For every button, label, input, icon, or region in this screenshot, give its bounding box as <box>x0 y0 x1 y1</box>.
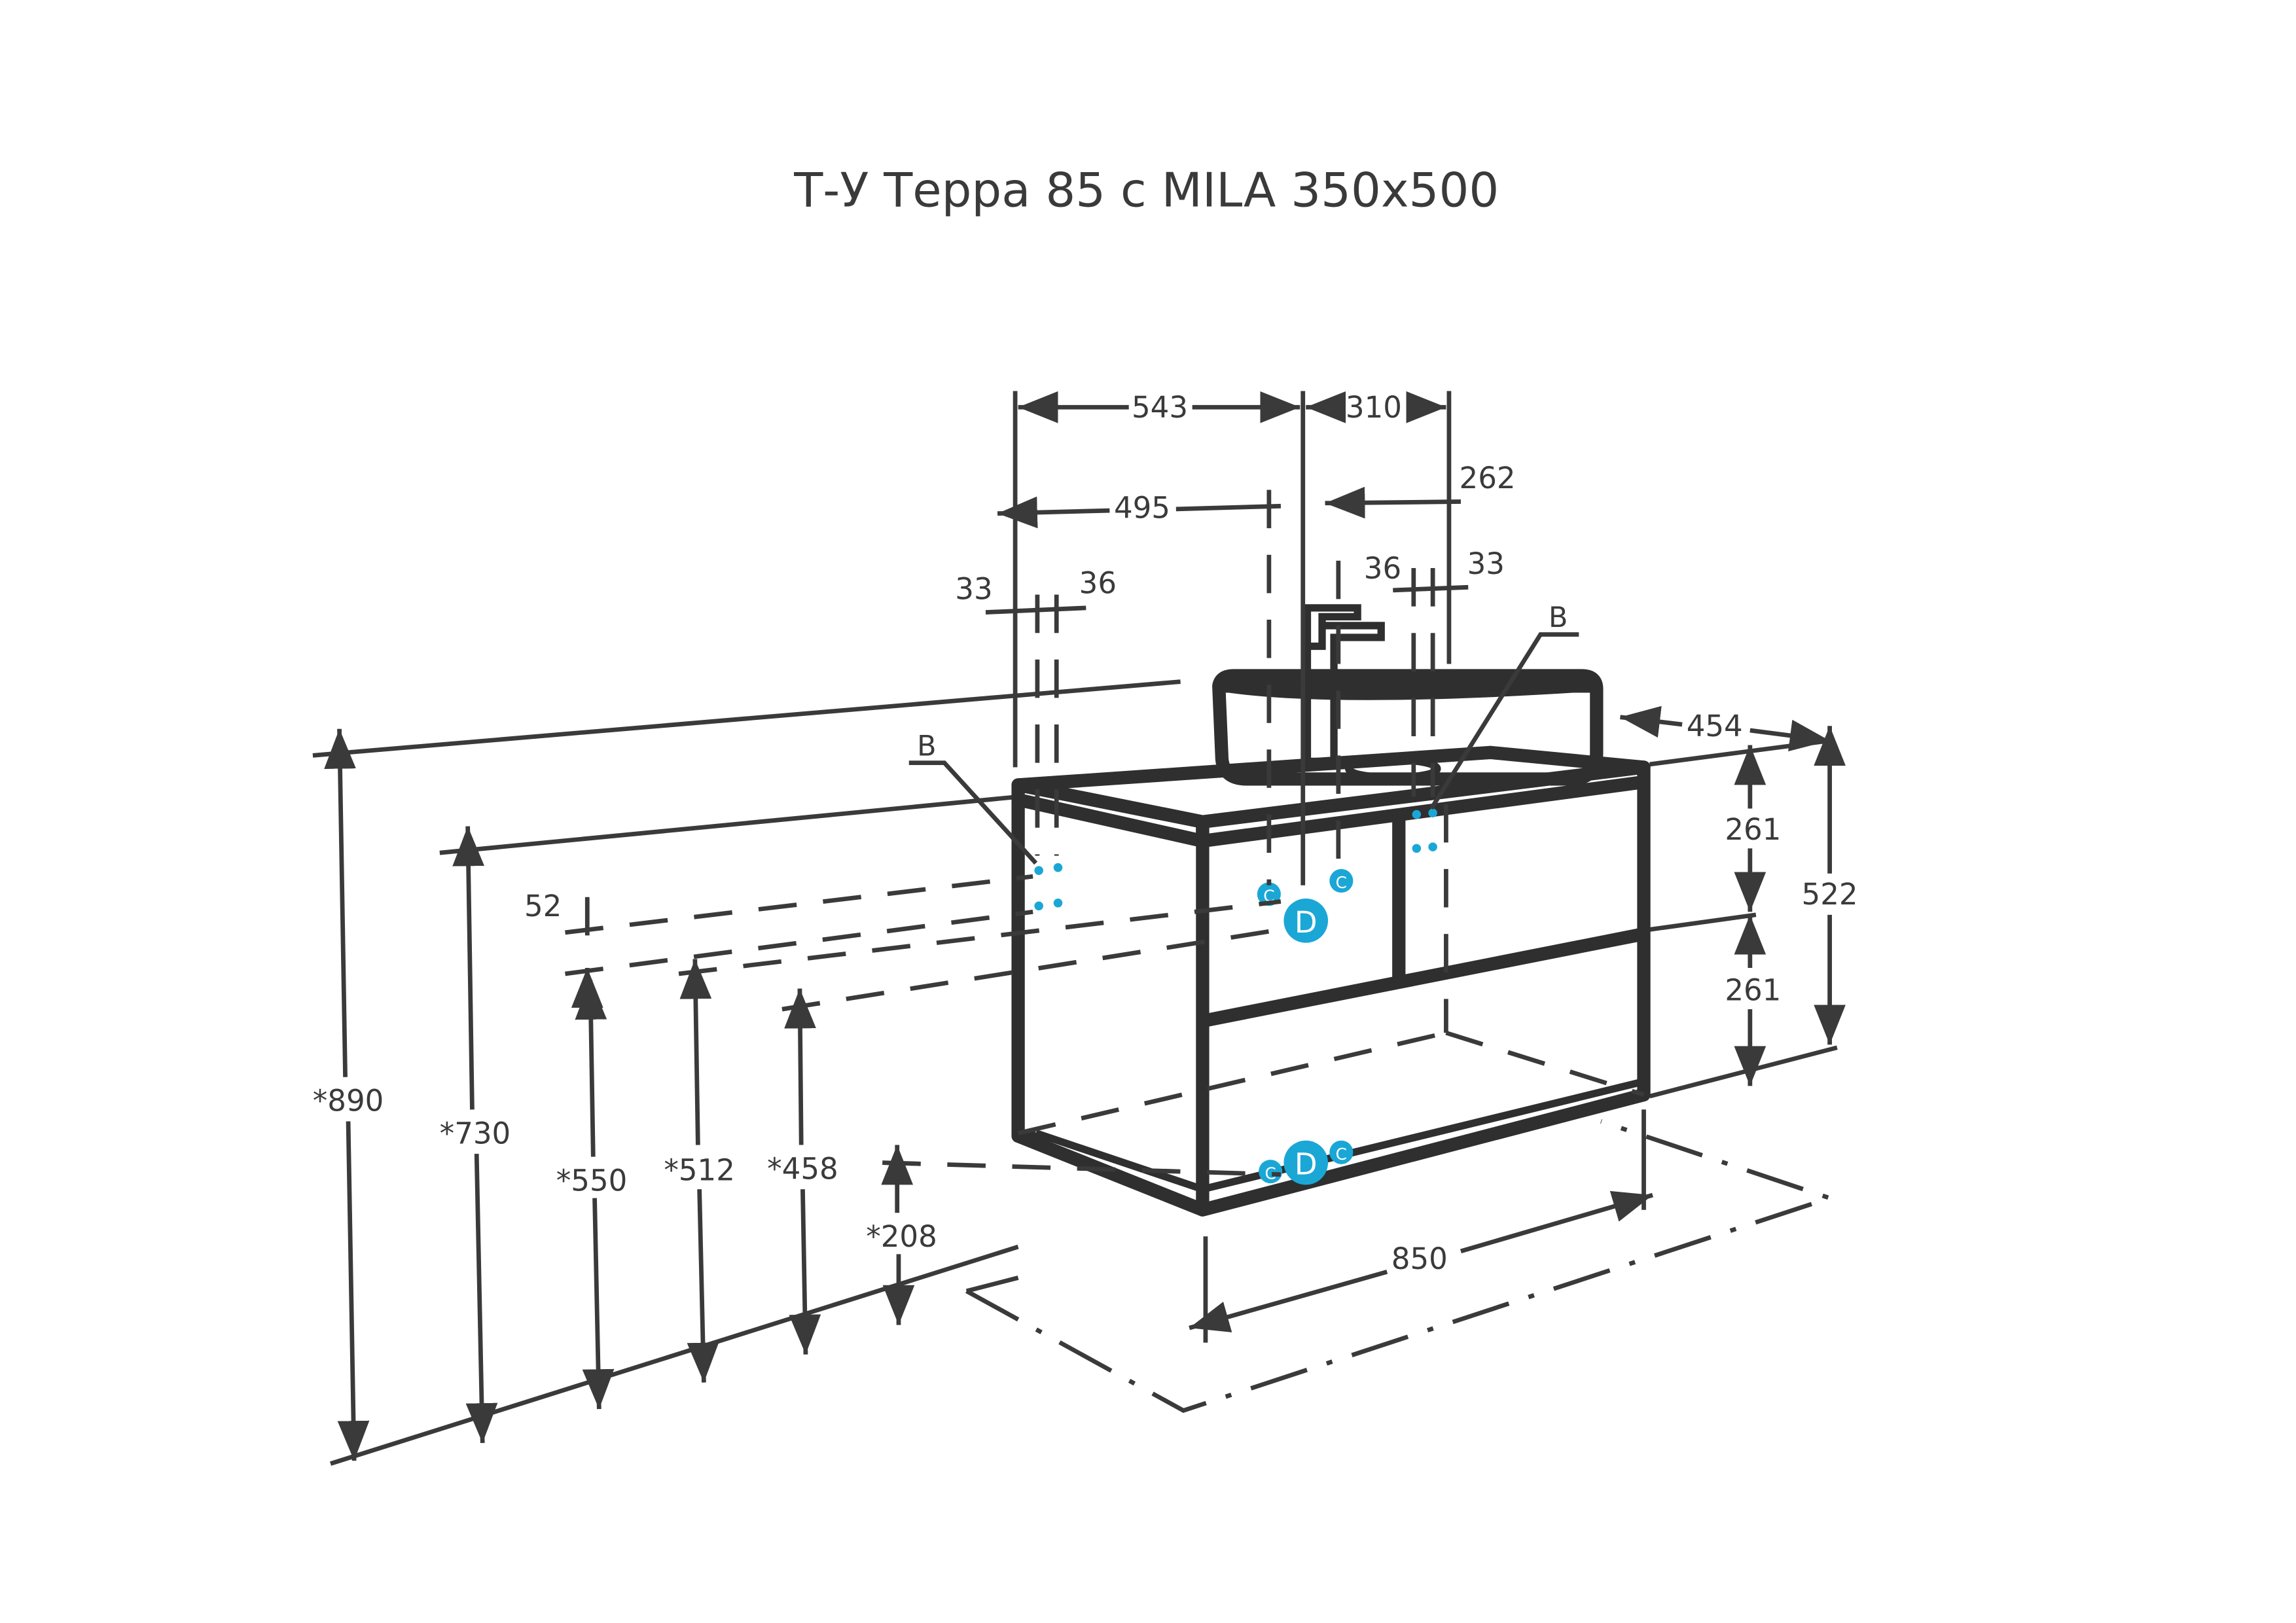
dimension-495: 495 <box>1114 490 1170 525</box>
dimension-33-right: 33 <box>1467 546 1505 581</box>
callout-b-left-label: B <box>917 730 936 762</box>
dimension-52: 52 <box>524 889 562 923</box>
dimension-454: 454 <box>1687 709 1743 743</box>
svg-text:C: C <box>1336 873 1347 892</box>
dimension-261-top: 261 <box>1725 812 1781 847</box>
connection-d-marker <box>1283 899 1329 943</box>
svg-text:D: D <box>1295 905 1318 940</box>
dimension-543: 543 <box>1132 390 1188 425</box>
dimension-458: *458 <box>767 1151 838 1186</box>
svg-text:D: D <box>1295 1147 1318 1182</box>
connection-point-b-right-1 <box>1412 810 1422 819</box>
floor-footprint <box>965 1119 1837 1414</box>
connection-d-marker <box>1283 1140 1329 1185</box>
dimension-890: *890 <box>313 1084 384 1118</box>
dimension-261-bottom: 261 <box>1725 973 1781 1008</box>
connection-point-b-left-1 <box>1034 866 1043 875</box>
right-dimensions: 454 261 261 522 <box>1620 705 1858 1086</box>
drawing-title: Т-У Терра 85 с MILA 350x500 <box>793 164 1499 219</box>
dimension-730: *730 <box>440 1116 511 1150</box>
svg-text:C: C <box>1265 1164 1276 1183</box>
connection-point-b-left-3 <box>1034 901 1043 911</box>
top-dimensions: 543 310 495 262 33 36 36 33 <box>955 390 1516 885</box>
connection-point-b-right-2 <box>1428 808 1437 818</box>
connection-height-lines <box>565 874 1282 1177</box>
callout-b-left: B <box>908 730 1038 865</box>
dimension-33-left: 33 <box>955 571 992 606</box>
callout-b-right: B <box>1429 601 1579 810</box>
dimension-310: 310 <box>1346 390 1402 425</box>
svg-text:C: C <box>1336 1145 1347 1164</box>
dimension-512: *512 <box>664 1153 735 1188</box>
connection-c-marker <box>1329 1140 1354 1164</box>
connection-c-marker <box>1329 868 1354 893</box>
washbasin <box>1212 669 1604 786</box>
height-dimensions: *890 *730 52 *550 *512 *458 *208 <box>313 728 937 1461</box>
connection-markers: C C D C C D <box>1034 808 1437 1185</box>
connection-point-b-left-4 <box>1053 899 1063 908</box>
connection-point-b-left-2 <box>1053 863 1063 872</box>
connection-point-b-right-4 <box>1428 842 1437 851</box>
callout-b-right-label: B <box>1549 601 1568 634</box>
dimension-550: *550 <box>556 1163 628 1198</box>
connection-c-marker <box>1259 1160 1283 1184</box>
connection-point-b-right-3 <box>1412 844 1422 853</box>
dimension-208: *208 <box>866 1219 937 1254</box>
vanity-cabinet <box>1011 745 1651 1217</box>
dimension-36-left: 36 <box>1079 565 1117 600</box>
width-dimension: 850 <box>1189 1109 1653 1343</box>
dimension-36-right: 36 <box>1364 551 1401 586</box>
faucet <box>1303 604 1385 765</box>
dimension-850: 850 <box>1391 1241 1448 1276</box>
dimension-522: 522 <box>1802 877 1858 912</box>
dimension-262: 262 <box>1460 461 1516 495</box>
